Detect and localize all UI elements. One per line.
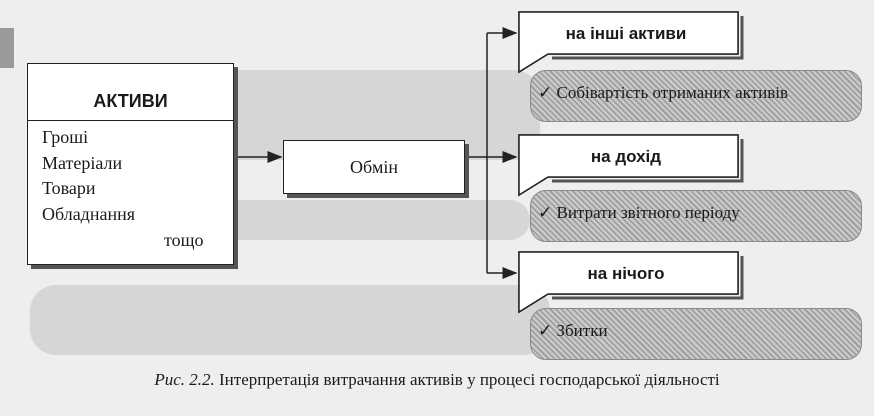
check-icon: ✓ [538, 203, 553, 222]
caption-text: Інтерпретація витрачання активів у проце… [214, 370, 720, 389]
background-blob [30, 285, 550, 355]
asset-item: Обладнання [42, 203, 136, 224]
background-tab-mark [0, 28, 14, 68]
check-icon: ✓ [538, 321, 553, 340]
exchange-box: Обмін [283, 140, 465, 194]
assets-divider [28, 120, 233, 121]
result-text-nothing: ✓ Збитки [538, 321, 608, 340]
asset-item: Матеріали [42, 152, 123, 173]
result-text-other-assets: ✓ Собівартість отриманих активів [538, 83, 788, 102]
destination-income: на дохід [590, 147, 662, 166]
assets-etc: тощо [164, 230, 204, 250]
result-panel-income [530, 190, 862, 242]
assets-box: АКТИВИ Гроші Матеріали Товари Обладнання… [27, 63, 234, 265]
asset-item: Товари [42, 178, 96, 198]
caption-prefix: Рис. 2.2. [154, 370, 215, 389]
result-panel-other-assets [530, 70, 862, 122]
destination-other-assets: на інші активи [565, 24, 687, 43]
result-text-income: ✓ Витрати звітного періоду [538, 203, 740, 222]
asset-item: Гроші [42, 127, 89, 147]
assets-title: АКТИВИ [93, 91, 168, 111]
check-icon: ✓ [538, 83, 553, 102]
figure-caption: Рис. 2.2. Інтерпретація витрачання актив… [0, 370, 874, 390]
background-blob [210, 200, 530, 240]
result-panel-nothing [530, 308, 862, 360]
destination-nothing: на нічого [587, 264, 665, 283]
assets-list: Гроші Матеріали Товари Обладнання [42, 125, 135, 227]
